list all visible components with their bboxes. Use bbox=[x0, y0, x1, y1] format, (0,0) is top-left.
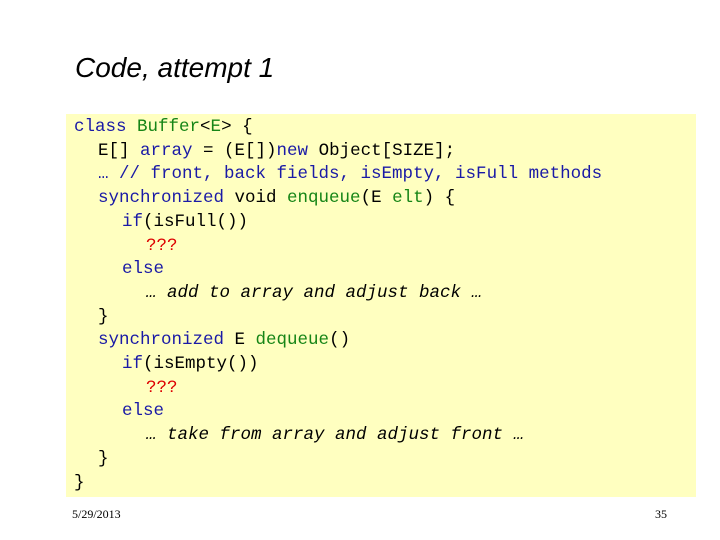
code-token: } bbox=[74, 472, 85, 493]
code-token: if bbox=[122, 354, 144, 374]
code-token: E[] bbox=[98, 140, 141, 161]
code-line: class Buffer<E> { bbox=[74, 115, 253, 139]
code-line: } bbox=[74, 471, 85, 495]
code-token: … // front, back fields, isEmpty, isFull… bbox=[98, 164, 603, 185]
code-token: (E bbox=[360, 188, 393, 209]
code-token: ??? bbox=[146, 377, 178, 398]
code-line: … take from array and adjust front … bbox=[146, 423, 524, 447]
code-token: class bbox=[74, 117, 138, 137]
code-token: () bbox=[329, 330, 351, 351]
code-token: synchronized bbox=[98, 188, 235, 209]
code-token: } bbox=[98, 448, 109, 469]
code-token: if bbox=[122, 211, 144, 232]
code-token: (isEmpty()) bbox=[143, 354, 259, 374]
code-line: } bbox=[98, 447, 109, 471]
code-token: E bbox=[210, 117, 222, 137]
code-token: enqueue bbox=[287, 188, 361, 209]
slide-page-number: 35 bbox=[655, 507, 667, 521]
code-token: = (E[]) bbox=[192, 140, 277, 161]
code-line: … add to array and adjust back … bbox=[146, 281, 482, 305]
code-token: > { bbox=[221, 117, 253, 137]
code-token: ??? bbox=[146, 235, 178, 256]
code-token: < bbox=[200, 117, 211, 137]
code-token: … take from array and adjust front … bbox=[146, 425, 525, 446]
code-line: synchronized void enqueue(E elt) { bbox=[98, 186, 455, 210]
code-token: dequeue bbox=[255, 330, 330, 351]
code-line: if(isFull()) bbox=[122, 210, 248, 234]
code-token: elt bbox=[392, 188, 424, 209]
code-line: synchronized E dequeue() bbox=[98, 328, 350, 352]
code-token: synchronized bbox=[98, 330, 235, 351]
code-line: E[] array = (E[])new Object[SIZE]; bbox=[98, 139, 455, 163]
code-token: (isFull()) bbox=[143, 211, 249, 232]
slide-date: 5/29/2013 bbox=[72, 507, 121, 521]
code-line: ??? bbox=[146, 376, 178, 400]
code-line: } bbox=[98, 305, 109, 329]
code-token: else bbox=[122, 259, 165, 280]
code-line: else bbox=[122, 399, 164, 423]
code-token: new bbox=[276, 140, 309, 161]
code-line: ??? bbox=[146, 234, 178, 258]
code-line: … // front, back fields, isEmpty, isFull… bbox=[98, 162, 602, 186]
code-token: Object[SIZE]; bbox=[308, 140, 456, 161]
code-token: E bbox=[234, 330, 256, 351]
code-block: class Buffer<E> {E[] array = (E[])new Ob… bbox=[66, 114, 696, 497]
code-token: void bbox=[234, 188, 288, 209]
slide-title: Code, attempt 1 bbox=[75, 52, 275, 83]
code-token: } bbox=[98, 306, 109, 327]
code-token: array bbox=[140, 140, 193, 161]
code-line: else bbox=[122, 257, 164, 281]
code-token: else bbox=[122, 401, 165, 422]
code-token: Buffer bbox=[137, 117, 201, 137]
code-token: ) { bbox=[423, 188, 456, 209]
code-token: … add to array and adjust back … bbox=[146, 282, 483, 303]
code-line: if(isEmpty()) bbox=[122, 352, 259, 376]
